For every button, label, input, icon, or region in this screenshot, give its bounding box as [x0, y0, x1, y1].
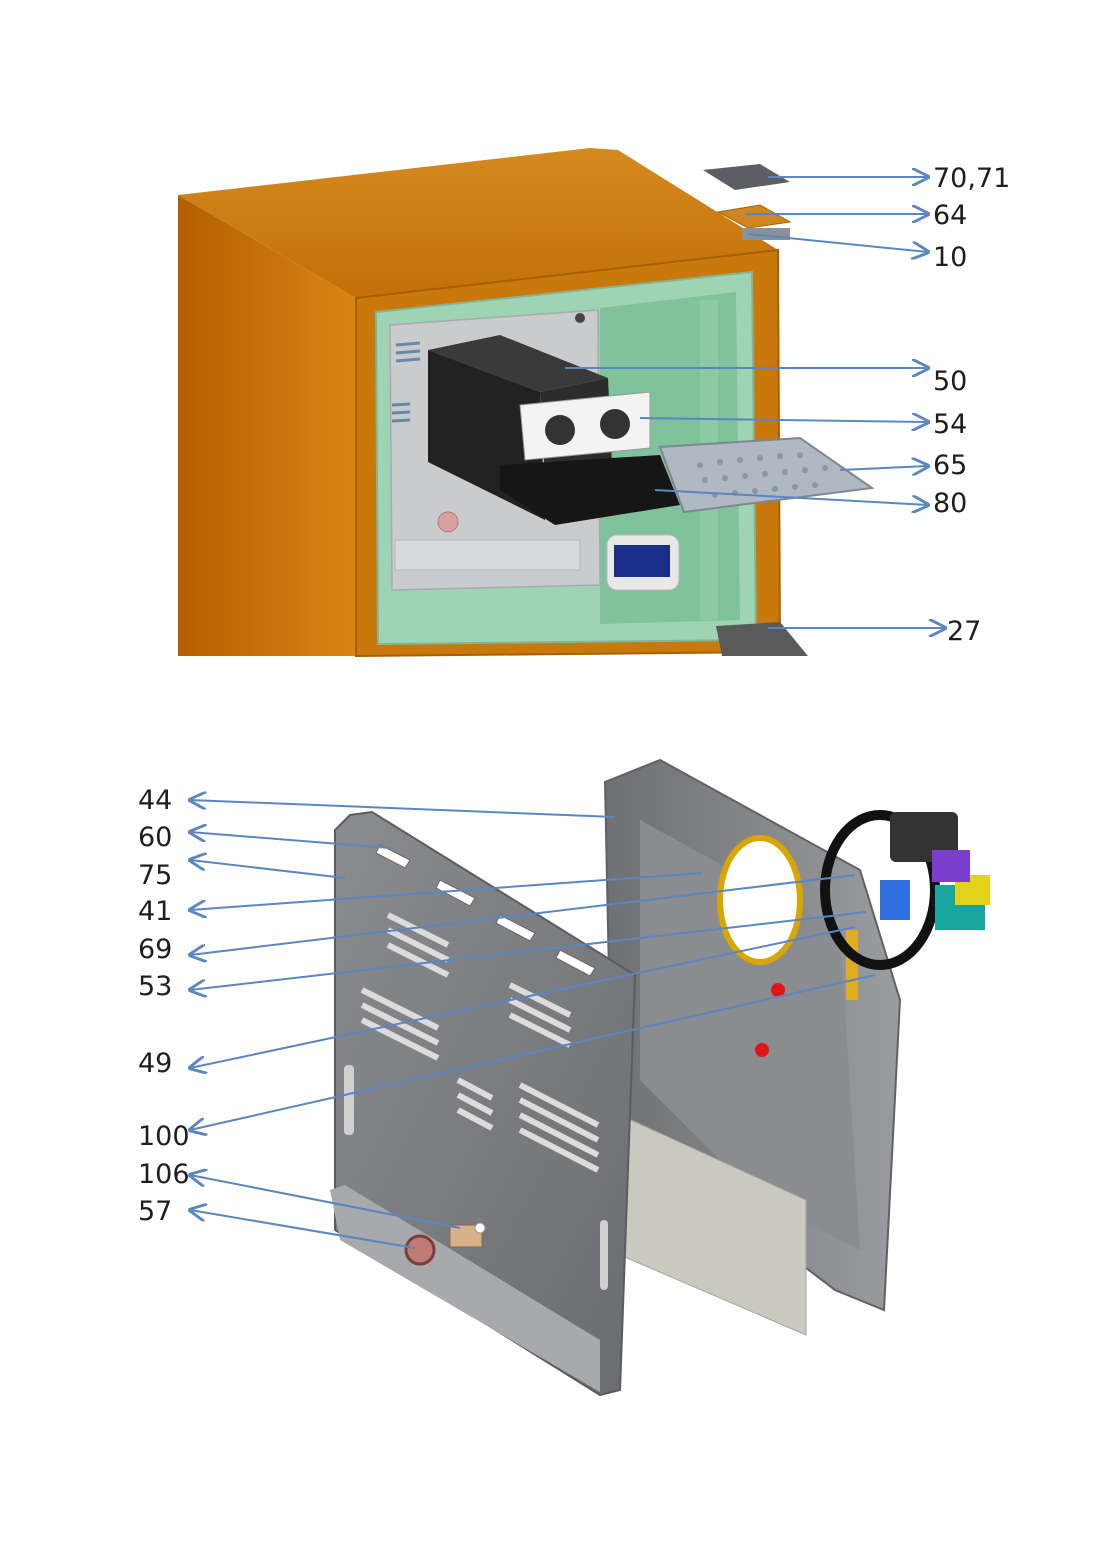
fan-opening	[717, 835, 803, 965]
callout-53: 53	[138, 971, 172, 1002]
ice-bin	[500, 455, 680, 525]
panel-vent-group-5	[518, 1082, 600, 1173]
fridge-cabinet-view	[178, 148, 875, 658]
red-marker-upper	[771, 983, 785, 997]
part-knob-57	[404, 1234, 436, 1266]
callout-50: 50	[933, 366, 967, 397]
panel-vent-group-1	[386, 912, 450, 978]
panel-right-slot	[600, 1220, 608, 1290]
part-bottom-27	[716, 622, 808, 656]
callout-41: 41	[138, 896, 172, 927]
callout-27: 27	[947, 616, 981, 647]
fan-motor	[890, 812, 958, 862]
panel-vent-group-4	[456, 1077, 494, 1131]
part-hinge-64	[716, 204, 792, 229]
panel-bottom-lip	[330, 1185, 600, 1392]
ice-maker-housing	[428, 335, 608, 392]
callout-100: 100	[138, 1121, 190, 1152]
fan-connector-purple	[932, 850, 970, 882]
panel-vent-group-3	[508, 982, 572, 1048]
callout-69: 69	[138, 934, 172, 965]
callout-64: 64	[933, 200, 967, 231]
top-callout-labels: 70,71 64 10 50 54 65 80 27	[933, 163, 1010, 647]
cabinet-side-face	[178, 195, 356, 656]
ejector-port-right	[600, 409, 630, 439]
rear-panel-vents	[391, 341, 421, 423]
callout-65: 65	[933, 450, 967, 481]
exploded-panel-view	[330, 758, 990, 1397]
ejector-port-left	[545, 415, 575, 445]
callout-49: 49	[138, 1048, 172, 1079]
rear-panel-rail	[394, 539, 581, 571]
bottom-callout-labels: 44 60 75 41 69 53 49 100 106 57	[138, 785, 190, 1227]
bottom-leader-lines	[190, 800, 876, 1249]
panel-side-slot	[344, 1065, 354, 1135]
rear-frame-inner	[640, 820, 860, 1250]
cabinet-top-face	[178, 148, 778, 298]
part-cover-70-71	[703, 164, 790, 190]
callout-70-71: 70,71	[933, 163, 1010, 194]
rear-panel-knob	[437, 511, 459, 533]
callout-60: 60	[138, 822, 172, 853]
callout-106: 106	[138, 1159, 190, 1190]
callout-44: 44	[138, 785, 172, 816]
callout-80: 80	[933, 488, 967, 519]
ice-ejector-plate	[519, 391, 651, 461]
top-leader-lines	[565, 177, 945, 628]
yellow-clip	[846, 930, 858, 1000]
callout-10: 10	[933, 242, 967, 273]
callout-75: 75	[138, 860, 172, 891]
screw-head	[575, 313, 585, 323]
callout-54: 54	[933, 409, 967, 440]
callout-57: 57	[138, 1196, 172, 1227]
fan-blue-part	[880, 880, 910, 920]
panel-slots	[375, 844, 596, 977]
red-marker-lower	[755, 1043, 769, 1057]
part-connector-106	[449, 1222, 486, 1248]
bottom-drawer-window	[614, 545, 670, 577]
